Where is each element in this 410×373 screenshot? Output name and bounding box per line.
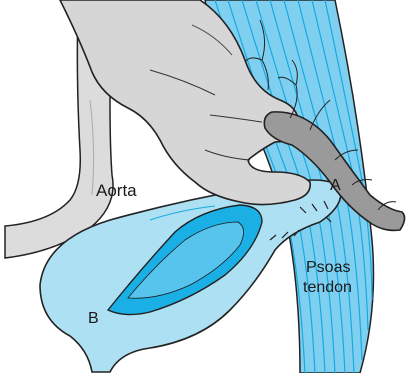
label-psoas: Psoas	[306, 259, 350, 276]
label-aorta: Aorta	[96, 181, 137, 200]
label-a: A	[330, 177, 341, 194]
label-tendon: tendon	[303, 279, 352, 296]
label-b: B	[88, 310, 99, 327]
